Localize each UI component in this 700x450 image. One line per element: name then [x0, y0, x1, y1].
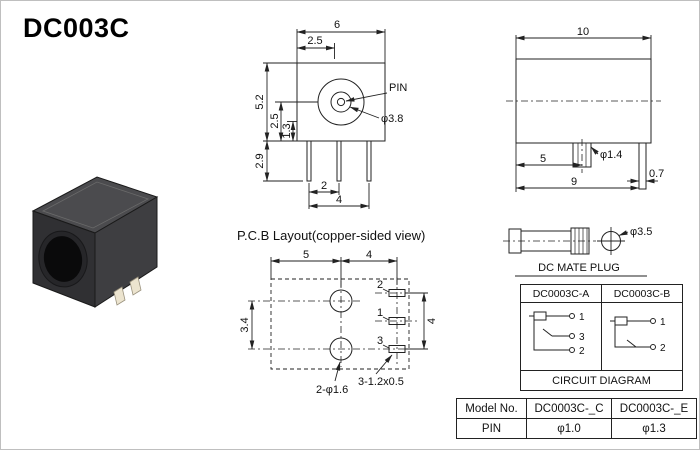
front-view-drawing: 6 2.5 5.2 2.5 1.3 2.9 PIN φ3.8 2 4: [254, 19, 407, 209]
circuit-b-terminal-2: [650, 344, 656, 350]
circuit-b-label-1: 1: [660, 317, 666, 328]
circuit-b-label-2: 2: [660, 343, 666, 354]
front-bushing-circle: [317, 78, 365, 126]
dim-ext-10: [515, 35, 652, 59]
dim-leader-35: [618, 230, 629, 236]
circuit-header-b: DC0003C-B: [602, 285, 682, 303]
dim-label-10: 10: [577, 26, 589, 38]
pcb-holes-label: 2-φ1.6: [316, 384, 348, 396]
front-center-pin: [336, 97, 346, 107]
pcb-holes-leader: [334, 361, 341, 382]
pcb-slots-label: 3-1.2x0.5: [358, 376, 404, 388]
circuit-a-label-1: 1: [579, 312, 585, 323]
model-e-header: DC0003C-_E: [611, 398, 697, 419]
pcb-pad-leader-2: [382, 288, 390, 293]
circuit-b-barrel: [614, 316, 628, 326]
dim-label-38: φ3.8: [381, 113, 403, 125]
dim-label-6: 6: [334, 19, 340, 31]
dim-label-5: 5: [540, 153, 546, 165]
dim-label-25-top: 2.5: [307, 35, 322, 47]
front-terminal-1: [306, 140, 312, 182]
circuit-diagram-table: DC0003C-A DC0003C-B 1 3 2: [520, 284, 683, 391]
model-table-pin-row: PIN φ1.0 φ1.3: [456, 418, 697, 439]
pcb-pad-label-3: 3: [377, 335, 383, 347]
side-view-drawing: 10 5 φ1.4 9 0.7: [506, 26, 664, 192]
pin-row-label: PIN: [456, 418, 527, 439]
side-thin-pin: [638, 142, 647, 190]
front-terminal-3: [366, 140, 372, 182]
plug-crosshair: [597, 227, 625, 255]
model-c-header: DC0003C-_C: [526, 398, 612, 419]
circuit-diagram-caption: CIRCUIT DIAGRAM: [521, 370, 682, 390]
iso-hole: [43, 236, 83, 282]
pcb-pad-label-2: 2: [377, 279, 383, 291]
circuit-a-barrel: [533, 311, 547, 321]
dim-label-2: 2: [321, 180, 327, 192]
dim-label-4: 4: [336, 194, 342, 206]
circuit-a-drawing: 1 3 2: [529, 311, 585, 357]
pin-dia-e: φ1.3: [611, 418, 697, 439]
circuit-b-sleeve: [614, 325, 650, 348]
pcb-dim-label-34: 3.4: [239, 317, 251, 332]
part-number-title: DC003C: [23, 13, 130, 43]
circuit-cell-a: 1 3 2: [521, 303, 602, 370]
circuit-b-drawing: 1 2: [610, 316, 666, 354]
dim-label-35: φ3.5: [630, 226, 652, 238]
circuit-b-terminal-1: [650, 318, 656, 324]
dim-leader-14: [590, 146, 599, 155]
pcb-dim-label-4right: 4: [426, 318, 438, 324]
pcb-outline: [270, 278, 410, 370]
plug-ribbed-grip: [570, 227, 590, 255]
circuit-a-terminal-3: [569, 333, 575, 339]
circuit-a-label-2: 2: [579, 346, 585, 357]
pin-callout-label: PIN: [389, 82, 407, 94]
iso-top-seam: [42, 181, 150, 229]
mate-plug-label: DC MATE PLUG: [538, 262, 620, 274]
circuit-a-terminal-2: [569, 347, 575, 353]
front-hole-circle: [330, 91, 352, 113]
dim-label-07: 0.7: [649, 168, 664, 180]
dim-label-9: 9: [571, 176, 577, 188]
dim-leader-38: [349, 106, 380, 119]
pcb-pad-leader-1: [382, 316, 390, 321]
front-terminal-2: [336, 140, 342, 182]
dim-label-14: φ1.4: [600, 149, 622, 161]
pcb-pad-leader-3: [382, 344, 390, 349]
iso-pin-2: [129, 276, 142, 296]
iso-pin-1: [113, 286, 126, 306]
pcb-slots-leader: [375, 354, 393, 375]
mate-plug-drawing: φ3.5 DC MATE PLUG: [503, 226, 652, 277]
circuit-header-a: DC0003C-A: [521, 285, 602, 303]
circuit-a-sleeve: [533, 320, 569, 351]
model-table: Model No. DC0003C-_C DC0003C-_E PIN φ1.0…: [456, 398, 697, 439]
iso-side-face: [94, 196, 158, 308]
pin-leader-line: [345, 92, 388, 102]
plug-rib-lines: [574, 228, 588, 254]
pcb-layout-drawing: 5 4 3.4 4 2 1 3 2-φ1.6 3-1.2x0.5: [239, 249, 438, 396]
pcb-layout-title: P.C.B Layout(copper-sided view): [237, 228, 426, 243]
dim-label-52: 5.2: [254, 94, 266, 109]
connector-3d-render: [31, 176, 159, 308]
circuit-a-terminal-1: [569, 313, 575, 319]
pcb-dim-label-4top: 4: [366, 249, 372, 261]
pcb-dim-label-5: 5: [303, 249, 309, 261]
dim-label-13: 1.3: [281, 123, 293, 138]
circuit-a-switch: [542, 328, 569, 337]
model-table-header-row: Model No. DC0003C-_C DC0003C-_E: [456, 398, 697, 419]
circuit-cell-b: 1 2: [602, 303, 682, 370]
circuit-a-label-3: 3: [579, 332, 585, 343]
model-no-header: Model No.: [456, 398, 527, 419]
pin-dia-c: φ1.0: [526, 418, 612, 439]
dim-label-29: 2.9: [254, 153, 266, 168]
dim-label-25-side: 2.5: [269, 113, 281, 128]
pcb-pad-label-1: 1: [377, 307, 383, 319]
